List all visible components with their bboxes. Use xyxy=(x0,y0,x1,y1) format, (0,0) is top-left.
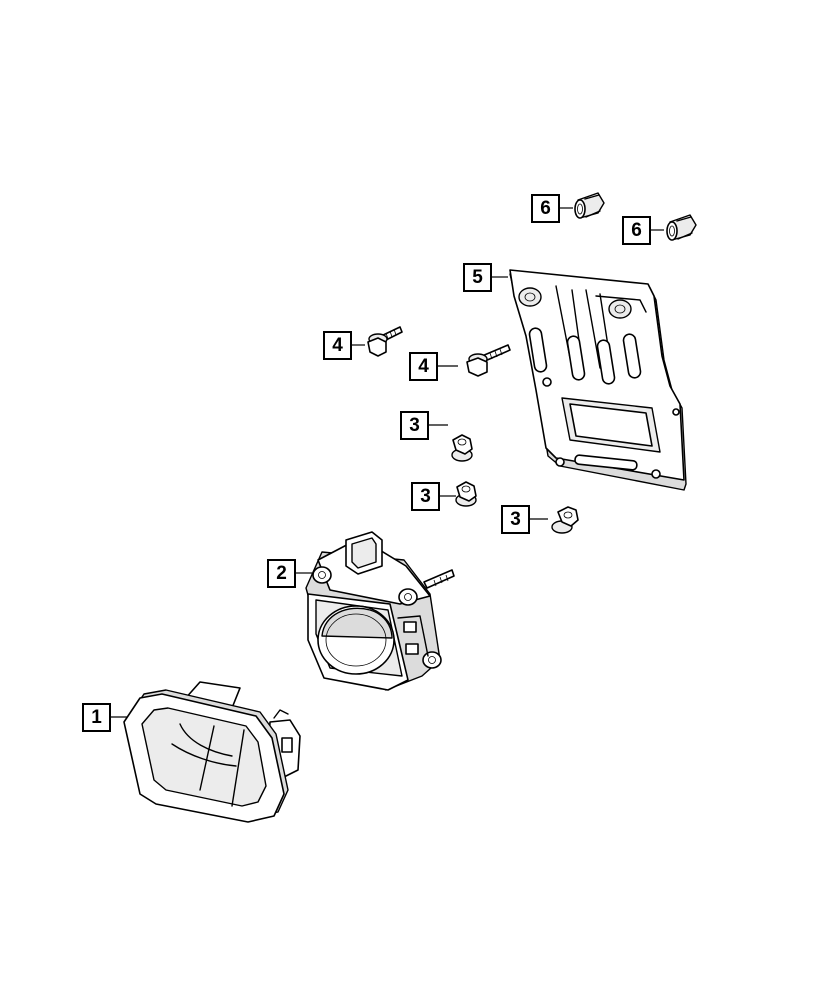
flange-bolt-icon xyxy=(367,326,403,357)
bezel-icon xyxy=(123,681,301,823)
retainer-clip-icon xyxy=(574,192,605,219)
flange-nut-icon xyxy=(451,434,473,462)
mounting-bracket-icon xyxy=(509,269,687,491)
callout-part-4: 4 xyxy=(323,331,352,360)
callout-part-3: 3 xyxy=(501,505,530,534)
callout-part-3: 3 xyxy=(400,411,429,440)
leader-lines xyxy=(111,207,664,718)
callout-part-6: 6 xyxy=(531,194,560,223)
callout-part-6: 6 xyxy=(622,216,651,245)
callout-part-5: 5 xyxy=(463,263,492,292)
flange-nut-icon xyxy=(455,481,477,507)
sensor-module-icon xyxy=(305,531,455,691)
callout-part-4: 4 xyxy=(409,352,438,381)
flange-bolt-icon xyxy=(466,344,511,377)
callout-part-2: 2 xyxy=(267,559,296,588)
callout-part-3: 3 xyxy=(411,482,440,511)
flange-nut-icon xyxy=(551,506,579,534)
retainer-clip-icon xyxy=(666,214,697,241)
callout-part-1: 1 xyxy=(82,703,111,732)
